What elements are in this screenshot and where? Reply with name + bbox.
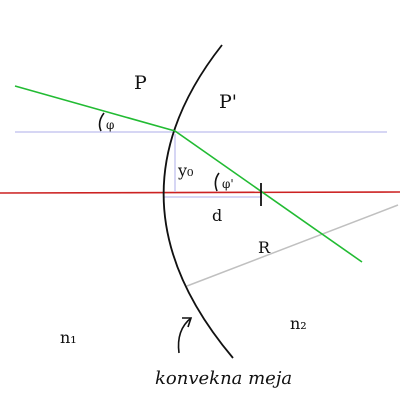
optical-axis (0, 191, 400, 194)
refracted-angle-label: φ' (222, 177, 234, 191)
region-left-label: P (134, 72, 147, 94)
caption-label: konvekna meja (155, 368, 292, 389)
radius-label: R (258, 238, 271, 257)
caption-arrow (177, 317, 192, 354)
index-right-label: n₂ (290, 314, 307, 333)
refracted-angle-arc (214, 172, 220, 192)
region-right-label: P' (219, 91, 237, 113)
incident-angle-arc (98, 112, 105, 132)
height-label: y₀ (177, 161, 193, 180)
distance-label: d (212, 206, 222, 225)
convex-interface-curve (162, 44, 234, 359)
light-ray (14, 85, 363, 263)
incident-angle-label: φ (106, 118, 114, 132)
index-left-label: n₁ (60, 328, 77, 347)
radius-line (186, 204, 399, 287)
caption-arrow-head (182, 317, 193, 328)
